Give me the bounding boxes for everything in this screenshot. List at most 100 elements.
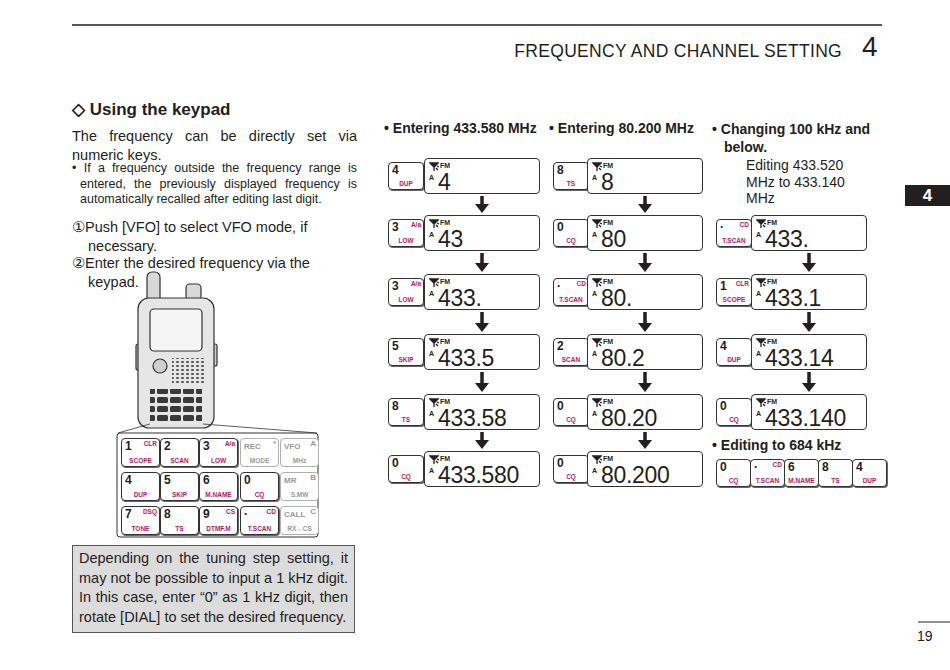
antenna-icon bbox=[592, 162, 602, 171]
key-subfunction: A/a bbox=[225, 440, 235, 448]
key-number: 7 bbox=[125, 508, 132, 521]
note-box: Depending on the tuning step setting, it… bbox=[72, 545, 355, 633]
key-subfunction: CS bbox=[226, 508, 235, 516]
antenna-icon bbox=[429, 162, 439, 171]
key-function: T.SCAN bbox=[241, 525, 278, 533]
key-number: 8 bbox=[822, 461, 829, 474]
mode-indicator: FM bbox=[440, 162, 450, 170]
key-number: VFO bbox=[284, 442, 300, 452]
vfo-indicator: A bbox=[429, 350, 434, 358]
key-button: 8TS bbox=[553, 162, 589, 190]
frequency-readout: 4 bbox=[438, 170, 451, 194]
key-number: 3 bbox=[392, 221, 399, 234]
key-number: 2 bbox=[557, 340, 564, 353]
vfo-indicator: A bbox=[592, 290, 597, 298]
lcd-display: FMA433.140 bbox=[751, 394, 867, 430]
key-number: 0 bbox=[244, 474, 251, 487]
antenna-icon bbox=[756, 278, 766, 287]
mode-indicator: FM bbox=[603, 278, 613, 286]
key-function: CQ bbox=[717, 416, 751, 424]
key-function: LOW bbox=[389, 296, 423, 304]
flow-arrow bbox=[802, 253, 816, 272]
vfo-indicator: A bbox=[592, 467, 597, 475]
key-number: 4 bbox=[720, 340, 727, 353]
text-label: 4 bbox=[862, 31, 878, 63]
flow-arrow bbox=[475, 196, 489, 213]
key-number: · bbox=[244, 508, 248, 521]
key-button: 4DUP bbox=[121, 472, 160, 501]
vfo-indicator: A bbox=[429, 231, 434, 239]
key-button: 2SCAN bbox=[160, 438, 199, 467]
mode-indicator: FM bbox=[767, 278, 777, 286]
key-function: TS bbox=[819, 477, 852, 485]
frequency-readout: 433. bbox=[765, 227, 809, 251]
frequency-readout: 433.140 bbox=[765, 406, 846, 430]
key-function: DUP bbox=[717, 356, 751, 364]
key-function: T.SCAN bbox=[751, 477, 784, 485]
key-button: 2SCAN bbox=[553, 338, 589, 366]
key-number: 0 bbox=[720, 400, 727, 413]
vfo-indicator: A bbox=[592, 174, 597, 182]
key-function: T.SCAN bbox=[717, 237, 751, 245]
key-button: 3A/aLOW bbox=[388, 219, 424, 247]
key-function: SCOPE bbox=[717, 296, 751, 304]
key-function: TS bbox=[554, 180, 588, 188]
lcd-display: FMA80.20 bbox=[587, 394, 703, 430]
mode-indicator: FM bbox=[440, 338, 450, 346]
key-number: 9 bbox=[203, 508, 210, 521]
tab-number: 4 bbox=[923, 186, 932, 206]
key-subfunction: A bbox=[310, 440, 316, 448]
key-number: 4 bbox=[125, 474, 132, 487]
antenna-icon bbox=[756, 398, 766, 407]
key-subfunction: CLR bbox=[736, 280, 749, 288]
key-button: 0CQ bbox=[553, 219, 589, 247]
key-function: S.MW bbox=[281, 491, 318, 499]
frequency-readout: 43 bbox=[438, 227, 463, 251]
antenna-icon bbox=[429, 219, 439, 228]
text-label: • Entering 80.200 MHz bbox=[549, 120, 694, 136]
note-text: Depending on the tuning step setting, it… bbox=[79, 549, 348, 627]
key-number: 1 bbox=[720, 280, 727, 293]
key-subfunction: DSQ bbox=[143, 508, 157, 516]
lcd-display: FMA8 bbox=[587, 158, 703, 194]
key-number: CALL bbox=[284, 510, 305, 520]
key-number: 0 bbox=[557, 400, 564, 413]
antenna-icon bbox=[592, 398, 602, 407]
key-number: 6 bbox=[788, 461, 795, 474]
key-number: 6 bbox=[203, 474, 210, 487]
lcd-display: FMA433.14 bbox=[751, 334, 867, 370]
text-label: • Entering 433.580 MHz bbox=[384, 120, 537, 136]
text-label: ②Enter the desired frequency via the key… bbox=[72, 254, 362, 292]
vfo-indicator: A bbox=[592, 410, 597, 418]
key-button: 4DUP bbox=[716, 338, 752, 366]
mode-indicator: FM bbox=[603, 338, 613, 346]
antenna-icon bbox=[756, 338, 766, 347]
frequency-readout: 433.58 bbox=[438, 406, 507, 430]
mode-indicator: FM bbox=[440, 278, 450, 286]
key-number: 3 bbox=[203, 440, 210, 453]
footer-rule bbox=[918, 622, 950, 623]
key-button: 1 CLR SCOPE bbox=[716, 278, 752, 306]
key-number: · bbox=[720, 221, 724, 234]
text-label: 19 bbox=[917, 628, 933, 644]
key-button: 0CQ bbox=[240, 472, 279, 501]
key-function: LOW bbox=[200, 457, 237, 465]
key-number: 1 bbox=[125, 440, 132, 453]
key-function: MHz bbox=[281, 457, 318, 465]
key-function: LOW bbox=[389, 237, 423, 245]
vfo-indicator: A bbox=[429, 467, 434, 475]
key-number: 0 bbox=[720, 461, 727, 474]
antenna-icon bbox=[592, 338, 602, 347]
key-number: 4 bbox=[856, 461, 863, 474]
flow-arrow bbox=[638, 432, 652, 449]
key-button: 0CQ bbox=[553, 398, 589, 426]
frequency-readout: 433.14 bbox=[765, 346, 834, 370]
key-number: 5 bbox=[392, 340, 399, 353]
frequency-readout: 8 bbox=[601, 170, 614, 194]
key-button: 7DSQTONE bbox=[121, 506, 160, 535]
text-label: • Changing 100 kHz and below. bbox=[712, 120, 872, 156]
mode-indicator: FM bbox=[603, 219, 613, 227]
mode-indicator: FM bbox=[767, 398, 777, 406]
frequency-readout: 80.20 bbox=[601, 406, 657, 430]
mode-indicator: FM bbox=[767, 338, 777, 346]
